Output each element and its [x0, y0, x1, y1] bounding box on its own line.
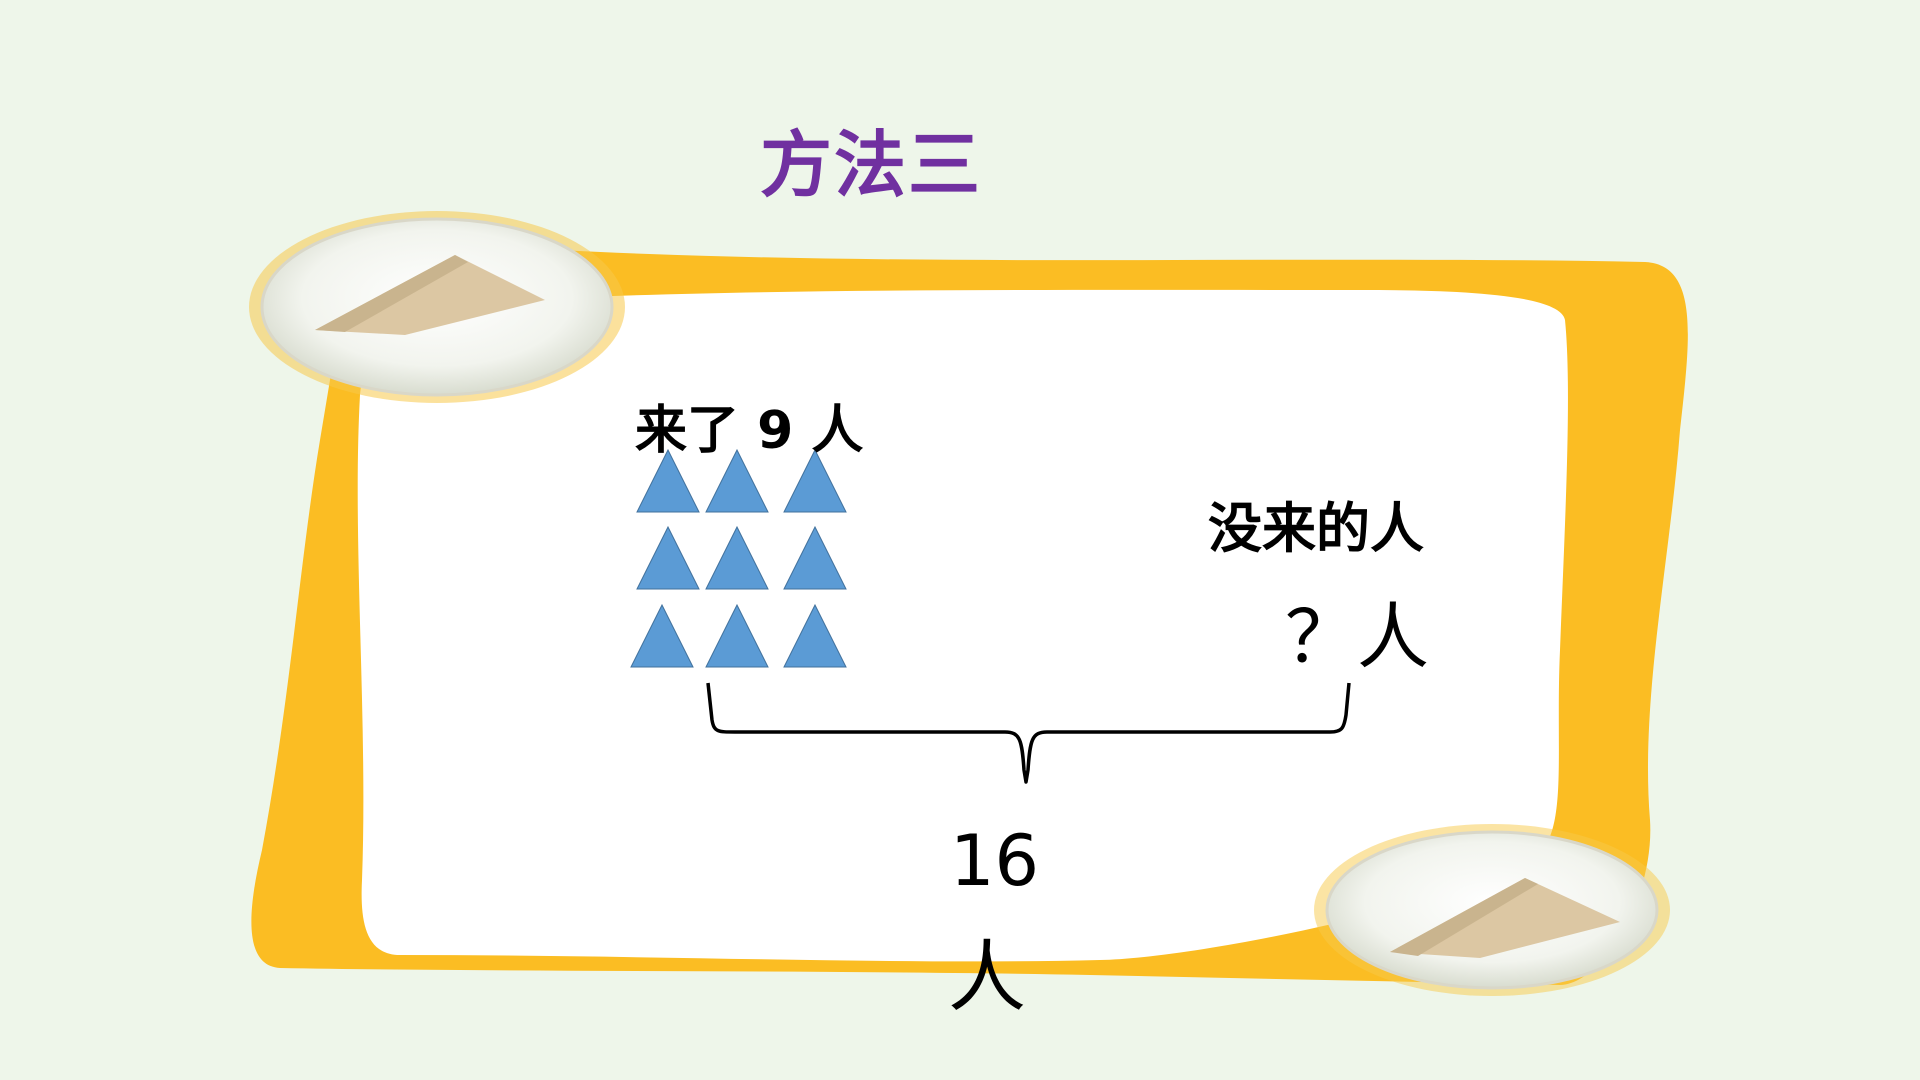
lens-top-left — [249, 211, 625, 403]
came-people-triangles — [630, 448, 847, 668]
person-triangle — [783, 448, 847, 513]
total-unit: 人 — [948, 933, 1027, 1023]
lens-bottom-right — [1314, 824, 1670, 996]
total-number: 16 — [950, 820, 1040, 902]
page-title: 方法三 — [760, 123, 983, 207]
person-triangle — [705, 525, 769, 590]
person-triangle — [630, 603, 694, 668]
unknown-count-label: ？人 — [1285, 595, 1430, 679]
total-brace — [706, 682, 1351, 784]
person-triangle — [705, 603, 769, 668]
person-triangle — [705, 448, 769, 513]
person-triangle — [636, 448, 700, 513]
scroll-paper — [357, 289, 1568, 962]
person-triangle — [636, 525, 700, 590]
not-came-label: 没来的人 — [1208, 497, 1424, 560]
came-label: 来了 9 人 — [635, 401, 864, 461]
person-triangle — [783, 525, 847, 590]
person-triangle — [783, 603, 847, 668]
